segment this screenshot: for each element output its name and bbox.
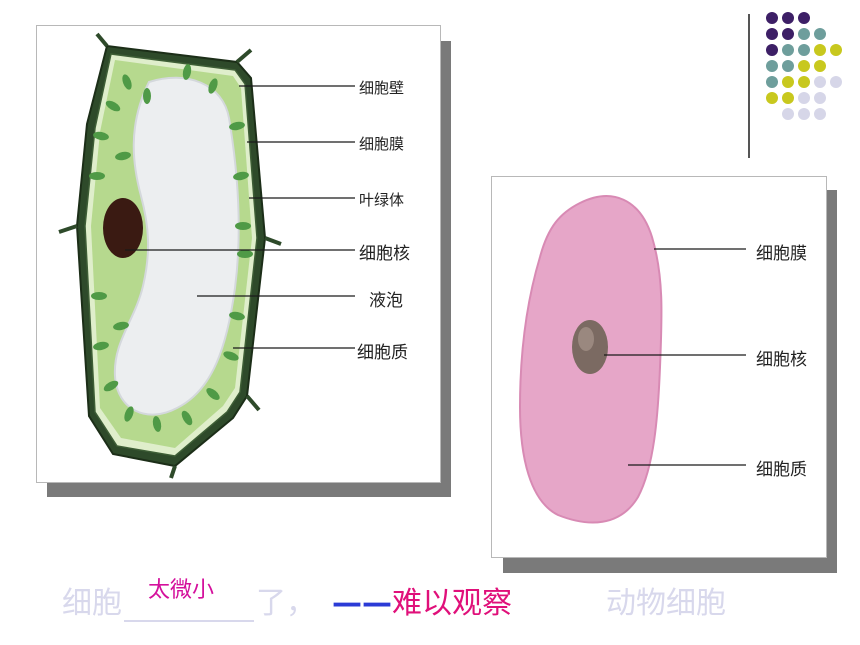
chloroplast bbox=[105, 100, 121, 112]
caption-part2: 了， bbox=[256, 586, 316, 621]
label-chloroplast: 叶绿体 bbox=[359, 191, 405, 209]
decorative-dot bbox=[766, 12, 778, 24]
decorative-dot bbox=[814, 92, 826, 104]
decorative-dot bbox=[766, 60, 778, 72]
label-nucleus: 细胞核 bbox=[359, 244, 410, 264]
decorative-dot bbox=[798, 44, 810, 56]
label-animal-cytoplasm: 细胞质 bbox=[756, 460, 807, 480]
animal-cell-diagram bbox=[518, 195, 746, 524]
chloroplast bbox=[115, 151, 131, 161]
chloroplast bbox=[113, 321, 129, 331]
chloroplast bbox=[181, 410, 193, 426]
decorative-dot bbox=[782, 44, 794, 56]
decorative-dot bbox=[782, 12, 794, 24]
decorative-divider bbox=[748, 14, 750, 158]
decorative-dot bbox=[782, 92, 794, 104]
decorative-dot bbox=[798, 12, 810, 24]
caption-part1: 细胞 bbox=[62, 586, 122, 621]
decorative-dot bbox=[782, 60, 794, 72]
chloroplast bbox=[89, 172, 105, 180]
animal-cell-panel: 细胞膜 细胞核 细胞质 bbox=[491, 176, 827, 558]
decorative-dot bbox=[798, 76, 810, 88]
label-vacuole: 液泡 bbox=[369, 291, 403, 311]
label-cell-membrane: 细胞膜 bbox=[359, 135, 405, 153]
plant-vacuole bbox=[113, 76, 240, 416]
chloroplast bbox=[206, 388, 220, 400]
chloroplast bbox=[103, 380, 119, 392]
decorative-dot bbox=[830, 76, 842, 88]
chloroplast bbox=[152, 416, 162, 432]
label-animal-membrane: 细胞膜 bbox=[756, 244, 807, 264]
decorative-dot bbox=[766, 76, 778, 88]
plant-chloroplasts bbox=[89, 64, 253, 432]
decorative-dot bbox=[798, 92, 810, 104]
decorative-dot bbox=[782, 28, 794, 40]
decorative-dot bbox=[814, 28, 826, 40]
label-cell-wall: 细胞壁 bbox=[359, 79, 405, 97]
chloroplast bbox=[143, 88, 151, 104]
decorative-dot bbox=[830, 44, 842, 56]
decorative-dot bbox=[782, 108, 794, 120]
caption-blank bbox=[124, 590, 254, 622]
chloroplast bbox=[235, 222, 251, 230]
decorative-dot bbox=[798, 60, 810, 72]
caption-emphasis: 难以观察 bbox=[392, 586, 512, 621]
caption-dash: —— bbox=[332, 586, 392, 621]
chloroplast bbox=[122, 74, 132, 90]
chloroplast bbox=[229, 121, 245, 131]
animal-cell-title: 动物细胞 bbox=[606, 586, 726, 621]
chloroplast bbox=[208, 78, 218, 94]
chloroplast bbox=[93, 341, 109, 351]
decorative-dot bbox=[814, 108, 826, 120]
label-cytoplasm: 细胞质 bbox=[357, 343, 408, 363]
decorative-dot bbox=[814, 60, 826, 72]
chloroplast bbox=[91, 292, 107, 300]
decorative-dot bbox=[766, 44, 778, 56]
plant-cell-panel: 细胞壁 细胞膜 叶绿体 细胞核 液泡 细胞质 bbox=[36, 25, 441, 483]
decorative-dot bbox=[782, 76, 794, 88]
decorative-dot bbox=[766, 92, 778, 104]
chloroplast bbox=[233, 171, 249, 181]
chloroplast bbox=[182, 64, 192, 80]
caption-sentence: 细胞 了， ——难以观察 bbox=[62, 578, 512, 622]
plant-nucleus bbox=[103, 198, 143, 258]
plant-cell-diagram bbox=[58, 32, 355, 479]
decorative-dot bbox=[798, 108, 810, 120]
chloroplast bbox=[229, 311, 245, 321]
decorative-dot bbox=[798, 28, 810, 40]
chloroplast bbox=[124, 406, 134, 422]
chloroplast bbox=[93, 131, 109, 141]
chloroplast bbox=[223, 351, 239, 361]
decorative-dot bbox=[766, 28, 778, 40]
decorative-dot bbox=[814, 76, 826, 88]
label-animal-nucleus: 细胞核 bbox=[756, 350, 807, 370]
decorative-dot-grid bbox=[766, 12, 842, 120]
chloroplast bbox=[237, 250, 253, 258]
caption-answer: 太微小 bbox=[148, 578, 215, 603]
decorative-dot bbox=[814, 44, 826, 56]
